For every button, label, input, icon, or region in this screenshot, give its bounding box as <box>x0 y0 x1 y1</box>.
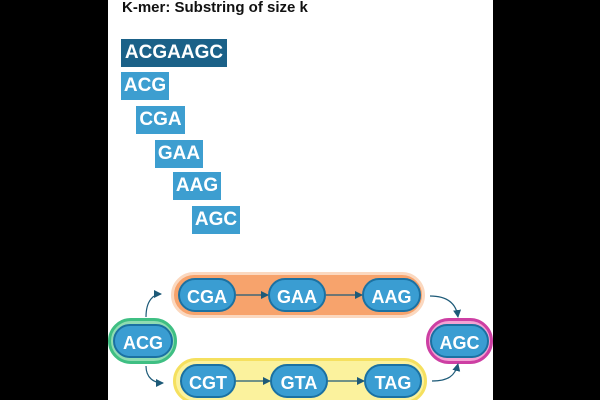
kmer-box: AAG <box>173 172 221 200</box>
kmer-box: AGC <box>192 206 240 234</box>
slide-title: K-mer: Substring of size k <box>122 0 308 16</box>
kmer-box: ACG <box>121 72 169 100</box>
kmer-box: CGA <box>136 106 185 134</box>
node-upper: GAA <box>268 278 326 312</box>
slide: K-mer: Substring of size k ACGAAGC ACG C… <box>108 0 493 400</box>
node-lower: GTA <box>270 364 328 398</box>
edge-start-to-upper <box>145 290 162 318</box>
node-lower: CGT <box>180 364 236 398</box>
node-upper: AAG <box>362 278 421 312</box>
edge-lower-to-end <box>431 363 461 382</box>
node-lower: TAG <box>364 364 422 398</box>
node-upper: CGA <box>178 278 236 312</box>
node-end: AGC <box>430 324 489 358</box>
sequence-box: ACGAAGC <box>121 39 227 67</box>
graph-arrows <box>145 290 462 387</box>
edge-start-to-lower <box>145 365 164 387</box>
edge-upper-to-end <box>429 295 462 318</box>
kmer-box: GAA <box>155 140 203 168</box>
node-start: ACG <box>113 324 173 358</box>
